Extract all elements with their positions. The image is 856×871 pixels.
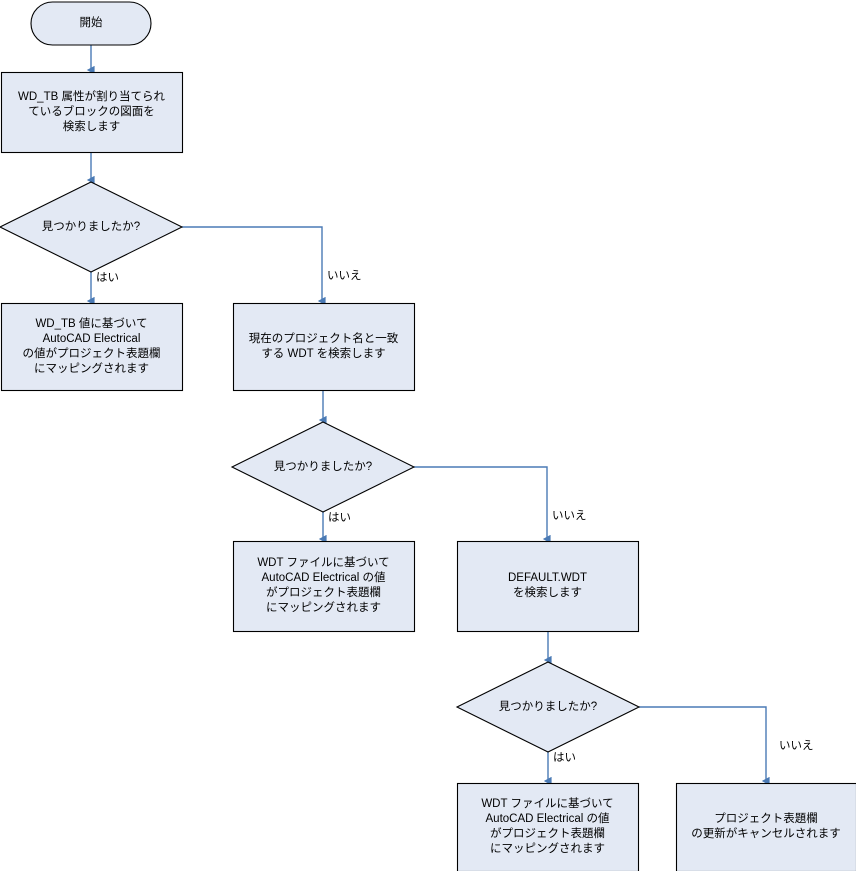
node-decision1[interactable] (0, 182, 182, 272)
node-shape-search_wdtb (0, 71, 184, 154)
node-shape-decision3 (455, 661, 641, 753)
node-shape-search_default_wdt (456, 540, 640, 633)
node-map_wdt_1[interactable] (233, 541, 414, 631)
node-shape-map_wdtb (0, 302, 184, 392)
connector-decision2-to-search_default_wdt (414, 466, 551, 544)
node-cancel_update[interactable] (676, 783, 856, 871)
node-map_wdtb[interactable] (1, 303, 182, 390)
node-shape-decision2 (230, 421, 416, 513)
node-shape-map_wdt_2 (456, 782, 640, 871)
node-search_wdtb[interactable] (1, 72, 182, 152)
connectors-group (86, 45, 770, 786)
node-decision3[interactable] (457, 662, 639, 752)
node-start[interactable] (31, 2, 151, 45)
node-search_default_wdt[interactable] (457, 541, 638, 631)
connector-decision3-to-cancel_update (639, 706, 770, 786)
node-shape-decision1 (0, 181, 184, 273)
node-shape-start (30, 1, 152, 46)
node-decision2[interactable] (232, 422, 414, 512)
node-shape-cancel_update (675, 782, 856, 871)
connector-decision1-to-search_wdt_project (182, 226, 326, 306)
node-map_wdt_2[interactable] (457, 783, 638, 871)
node-search_wdt_project[interactable] (233, 303, 414, 390)
node-shape-search_wdt_project (232, 302, 416, 392)
node-shape-map_wdt_1 (232, 540, 416, 633)
